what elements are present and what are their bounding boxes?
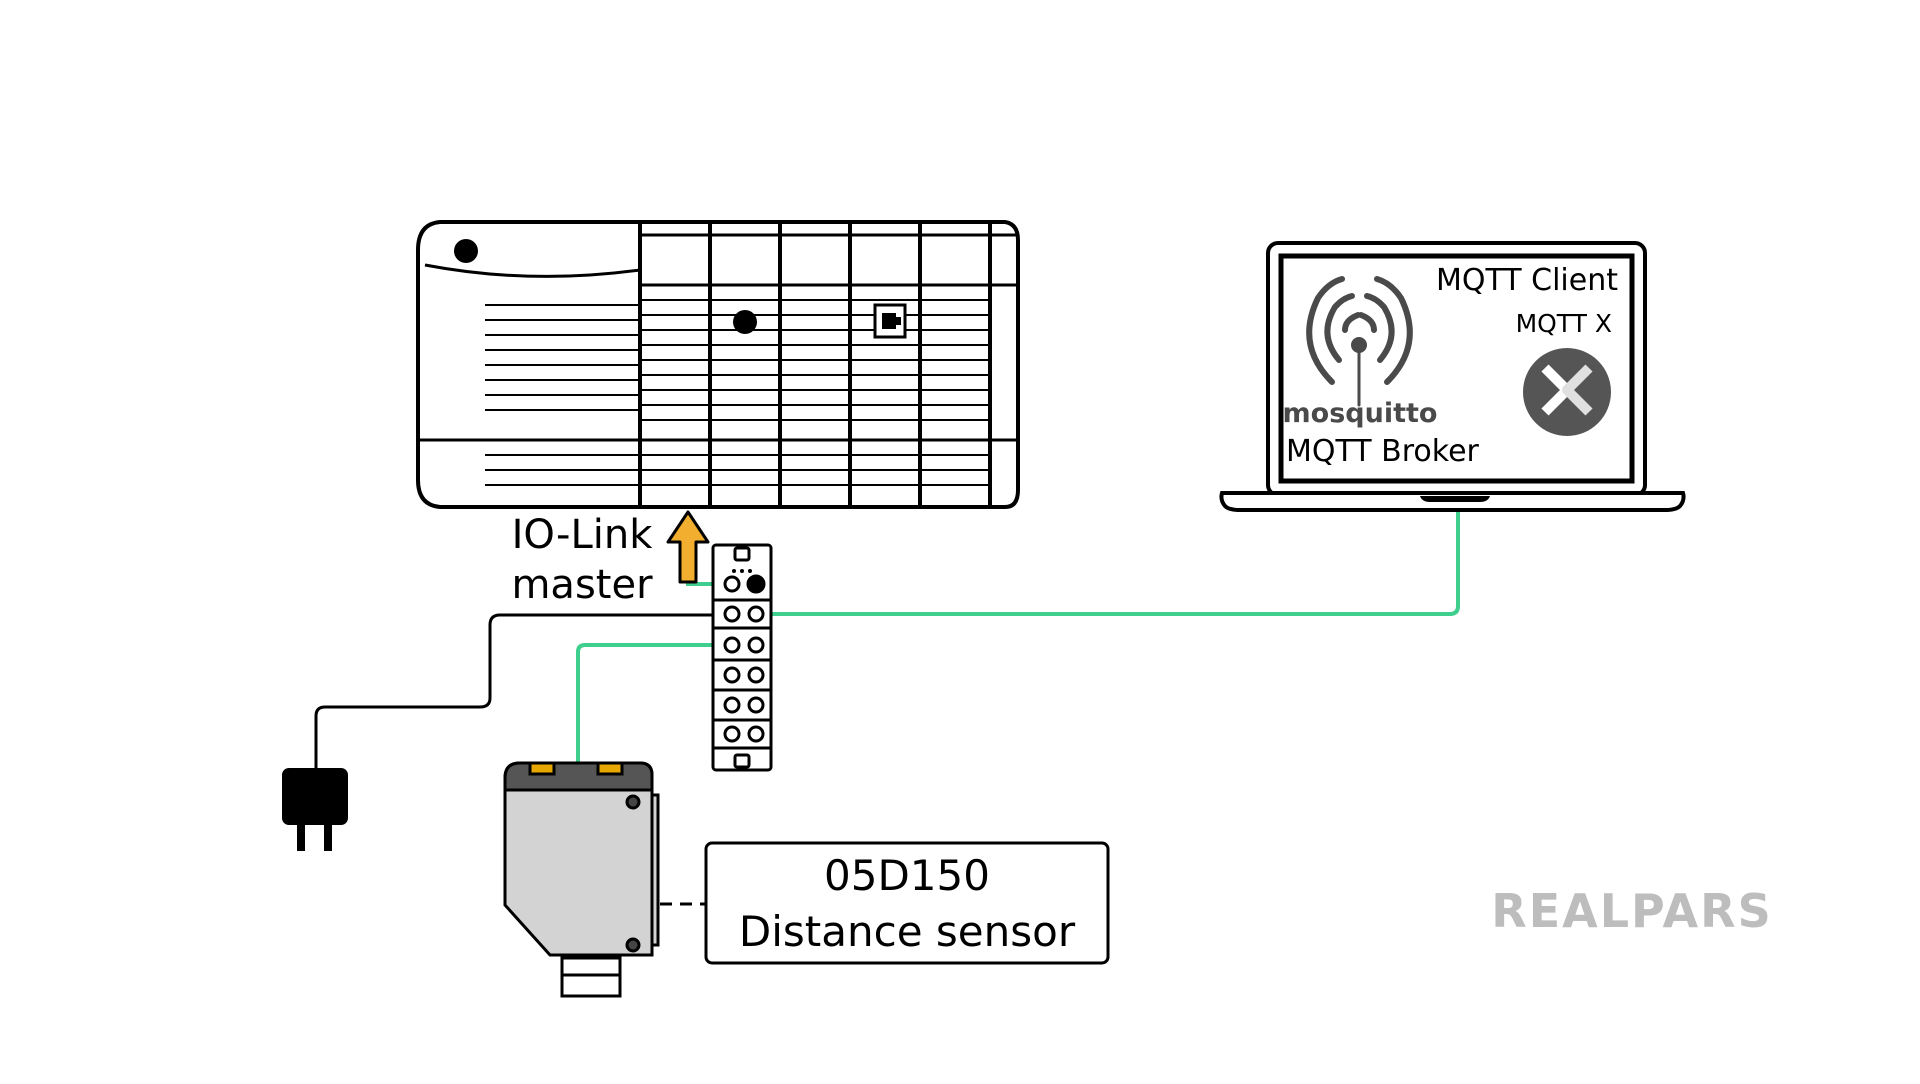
io-link-master-icon [711, 543, 773, 772]
plc-rack-icon [416, 220, 1020, 509]
mqtt-x-label: MQTT X [1516, 309, 1612, 338]
io-link-label-line1: IO-Link [512, 512, 654, 558]
distance-sensor-icon [503, 761, 660, 998]
data-flow-arrow-icon [666, 510, 710, 584]
mosquitto-logo-icon [1306, 276, 1413, 407]
mqtt-client-label: MQTT Client [1436, 263, 1618, 298]
realpars-brand-logo: REALPARS [1491, 884, 1772, 938]
mosquitto-wordmark: mosquitto [1283, 398, 1438, 429]
sensor-model-label: 05D150 [824, 851, 990, 900]
sensor-type-label: Distance sensor [739, 907, 1076, 956]
power-cable [314, 613, 718, 770]
master-laptop-cable [752, 510, 1460, 616]
sensor-label-box: 05D150 Distance sensor [704, 841, 1110, 965]
mqttx-logo-icon [1523, 348, 1611, 436]
power-plug-icon [282, 768, 348, 851]
io-link-label-line2: master [511, 562, 653, 608]
mqtt-broker-label: MQTT Broker [1286, 434, 1480, 469]
sensor-cable [576, 643, 735, 765]
network-cables [314, 510, 1460, 770]
